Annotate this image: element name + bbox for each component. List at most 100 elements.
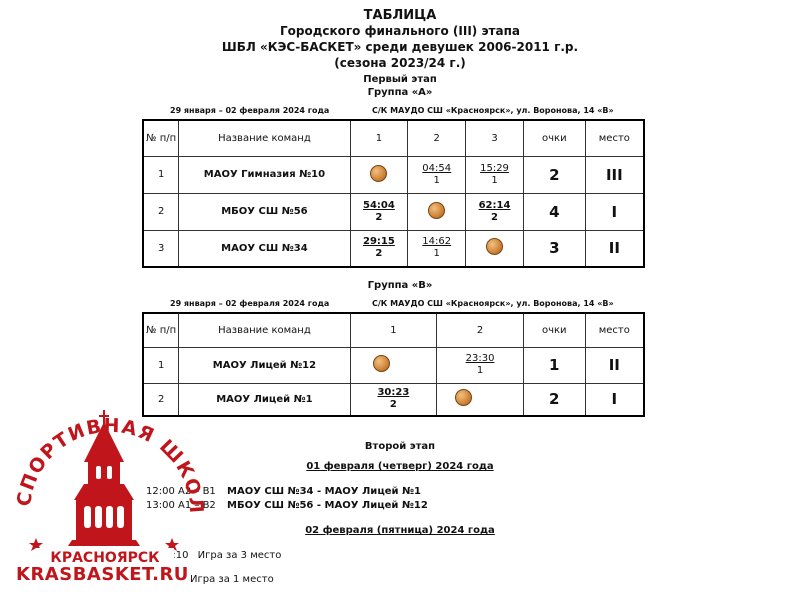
game-match: МБОУ СШ №56 - МАОУ Лицей №12 xyxy=(227,500,428,511)
team-name: МАОУ СШ №34 xyxy=(178,229,351,268)
logo-city: КРАСНОЯРСК xyxy=(50,550,160,566)
group-b-venue: С/К МАУДО СШ «Красноярск», ул. Воронова,… xyxy=(372,299,614,308)
row-num: 2 xyxy=(142,192,180,231)
team-name: МАОУ Лицей №12 xyxy=(178,346,351,384)
stage2-day1: 01 февраля (четверг) 2024 года xyxy=(306,461,494,472)
score: 29:15 xyxy=(362,236,395,248)
place: I xyxy=(584,192,645,231)
group-b-table: № п/п Название команд 1 2 очки место 1 М… xyxy=(142,312,645,417)
basketball-icon xyxy=(428,201,446,219)
self-cell xyxy=(349,155,409,194)
subtitle-league: ШБЛ «КЭС-БАСКЕТ» среди девушек 2006-2011… xyxy=(221,40,579,54)
stage1-title: Первый этап xyxy=(363,74,437,85)
group-a-dates: 29 января – 02 февраля 2024 года xyxy=(170,106,330,115)
self-cell xyxy=(436,382,524,417)
team-name: МБОУ СШ №56 xyxy=(178,192,351,231)
basketball-icon xyxy=(372,355,390,372)
game-time: 13:00 xyxy=(146,500,175,511)
sport-school-logo: СПОРТИВНАЯ ШКОЛА КРАСНОЯРСК xyxy=(0,400,206,566)
team-name: МАОУ Лицей №1 xyxy=(178,382,351,417)
game-points: 1 xyxy=(433,248,440,260)
col-num-header: № п/п xyxy=(142,119,180,157)
city-ribbon xyxy=(36,548,174,566)
basketball-icon xyxy=(370,164,388,182)
game-points: 1 xyxy=(491,174,498,186)
team-name: МАОУ Гимназия №10 xyxy=(178,155,351,194)
col-points-header: очки xyxy=(522,119,586,157)
score: 04:54 xyxy=(422,162,452,174)
game-line: 12:00 А2 – В1 МАОУ СШ №34 - МАОУ Лицей №… xyxy=(146,486,421,497)
game-points: 2 xyxy=(491,211,498,223)
stage2-day2: 02 февраля (пятница) 2024 года xyxy=(305,525,495,536)
place: I xyxy=(584,382,645,417)
score: 15:29 xyxy=(480,162,509,174)
col-points-header: очки xyxy=(522,312,586,348)
subtitle-stage: Городского финального (III) этапа xyxy=(279,24,520,38)
total-points: 1 xyxy=(522,346,586,384)
total-points: 4 xyxy=(522,192,586,231)
place: II xyxy=(584,346,645,384)
total-points: 2 xyxy=(522,155,586,194)
col-3-header: 3 xyxy=(465,119,524,157)
game-time: 12:00 xyxy=(146,486,175,497)
self-cell xyxy=(407,192,467,231)
season: (сезона 2023/24 г.) xyxy=(334,56,466,70)
self-cell xyxy=(465,229,524,268)
col-1-header: 1 xyxy=(349,119,409,157)
col-place-header: место xyxy=(584,312,645,348)
row-num: 1 xyxy=(142,155,180,194)
col-2-header: 2 xyxy=(436,312,524,348)
game-line: Игра за 1 место xyxy=(190,574,274,585)
basketball-icon xyxy=(486,238,504,256)
place: III xyxy=(584,155,645,194)
table-header-row: № п/п Название команд 1 2 очки место xyxy=(142,312,645,348)
game-line: 13:00 А1 – В2 МБОУ СШ №56 - МАОУ Лицей №… xyxy=(146,500,428,511)
page-title: ТАБЛИЦА xyxy=(363,8,437,23)
game-points: 1 xyxy=(476,365,484,376)
row-num: 3 xyxy=(142,229,180,268)
group-b-title: Группа «В» xyxy=(367,280,433,291)
col-2-header: 2 xyxy=(407,119,467,157)
self-cell xyxy=(349,346,438,384)
row-num: 2 xyxy=(142,382,180,417)
tower-windows xyxy=(84,466,124,528)
score: 14:62 xyxy=(422,236,452,248)
game-points: 2 xyxy=(389,399,397,411)
total-points: 2 xyxy=(522,382,586,417)
game-time: 1:10 xyxy=(166,550,189,561)
game-description: Игра за 3 место xyxy=(197,550,282,561)
place: II xyxy=(584,229,645,268)
group-a-title: Группа «А» xyxy=(367,87,433,98)
game-line: 1:10 Игра за 3 место xyxy=(166,550,281,561)
score: 23:30 xyxy=(465,353,495,364)
group-a-venue: С/К МАУДО СШ «Красноярск», ул. Воронова,… xyxy=(372,106,614,115)
col-1-header: 1 xyxy=(349,312,438,348)
table-header-row: № п/п Название команд 1 2 3 очки место xyxy=(142,119,645,157)
group-a-table: № п/п Название команд 1 2 3 очки место 1… xyxy=(142,119,645,268)
game-points: 2 xyxy=(375,211,383,223)
group-b-dates: 29 января – 02 февраля 2024 года xyxy=(170,299,330,308)
col-place-header: место xyxy=(584,119,645,157)
score: 30:23 xyxy=(377,387,410,399)
score: 62:14 xyxy=(478,199,511,211)
game-pair: А1 – В2 xyxy=(178,500,216,511)
site-link[interactable]: KRASBASKET.RU xyxy=(16,564,189,585)
star-icon xyxy=(29,538,179,551)
basketball-icon xyxy=(455,389,473,407)
game-match: МАОУ СШ №34 - МАОУ Лицей №1 xyxy=(227,486,421,497)
col-num-header: № п/п xyxy=(142,312,180,348)
total-points: 3 xyxy=(522,229,586,268)
